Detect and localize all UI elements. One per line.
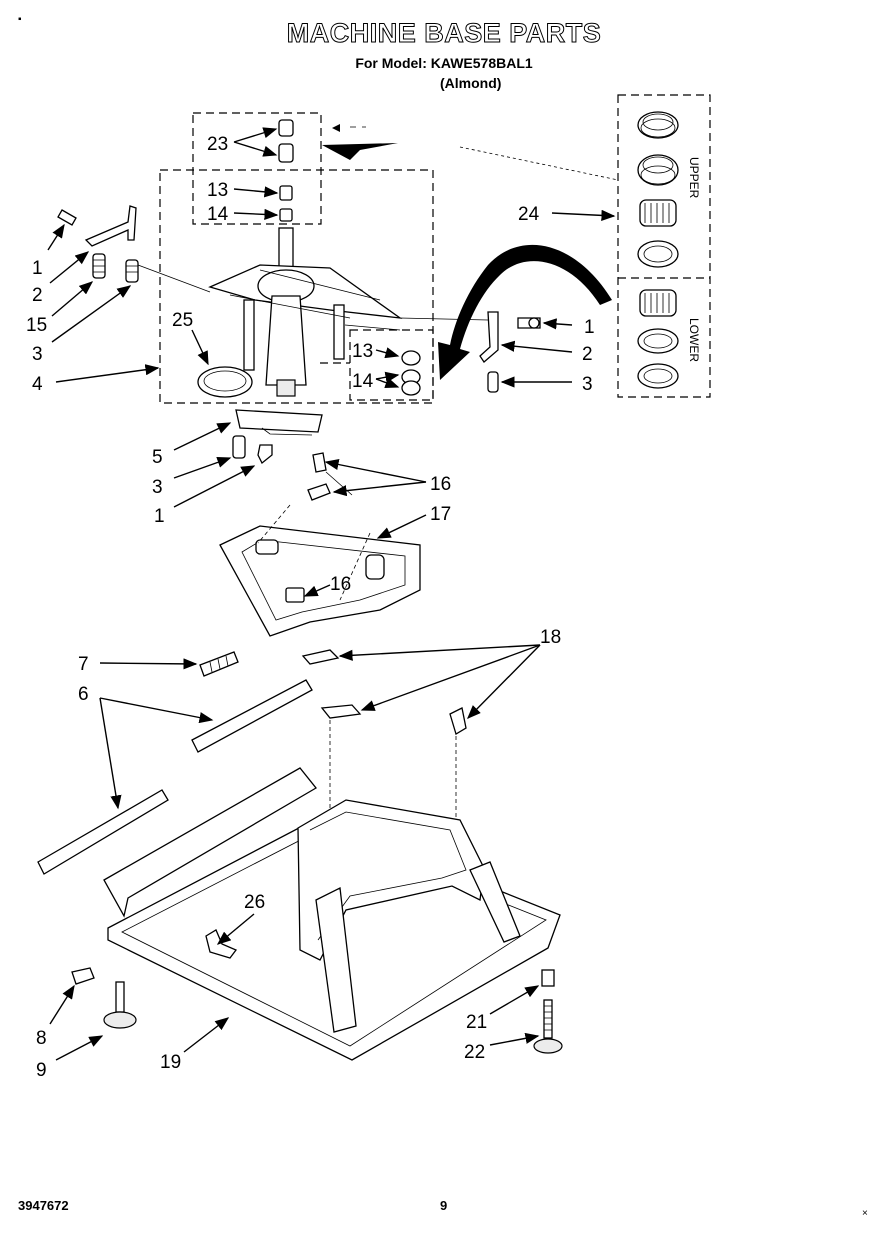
seal-kit-panel: UPPER LOWER xyxy=(617,94,711,398)
ring-25 xyxy=(197,366,253,398)
callout-9: 9 xyxy=(36,1060,47,1081)
callout-13: 13 xyxy=(207,180,228,201)
callout-3: 3 xyxy=(582,374,593,395)
frame-17 xyxy=(219,452,421,637)
corner-mark: ▪ xyxy=(18,14,22,25)
page-number: 9 xyxy=(440,1198,448,1213)
callout-26: 26 xyxy=(244,892,265,913)
bracket-left xyxy=(57,205,211,293)
callout-1: 1 xyxy=(154,506,165,527)
callout-13: 13 xyxy=(352,341,373,362)
callout-23: 23 xyxy=(207,134,228,155)
callout-19: 19 xyxy=(160,1052,181,1073)
callout-1: 1 xyxy=(584,317,595,338)
callout-25: 25 xyxy=(172,310,193,331)
bushings-13-14 xyxy=(401,350,421,396)
bracket-right xyxy=(399,311,541,393)
callout-5: 5 xyxy=(152,447,163,468)
callout-3: 3 xyxy=(152,477,163,498)
callout-22: 22 xyxy=(464,1042,485,1063)
callout-2: 2 xyxy=(32,285,43,306)
seal-upper-1 xyxy=(637,111,679,139)
callout-8: 8 xyxy=(36,1028,47,1049)
callout-14: 14 xyxy=(352,371,374,392)
callout-1: 1 xyxy=(32,258,43,279)
callout-15: 15 xyxy=(26,315,47,336)
callout-21: 21 xyxy=(466,1012,487,1033)
model-line: For Model: KAWE578BAL1 xyxy=(355,55,533,71)
lower-label: LOWER xyxy=(687,318,701,362)
callout-2: 2 xyxy=(582,344,593,365)
doc-number: 3947672 xyxy=(18,1198,69,1213)
upper-label: UPPER xyxy=(687,157,701,199)
corner-mark: × xyxy=(862,1208,868,1219)
assembly-arrow-top xyxy=(322,143,398,160)
inset-box-main xyxy=(159,169,434,404)
seal-upper-2 xyxy=(637,154,679,186)
callout-18: 18 xyxy=(540,627,561,648)
callout-17: 17 xyxy=(430,504,451,525)
callout-16: 16 xyxy=(330,574,351,595)
callout-6: 6 xyxy=(78,684,89,705)
seal-lower-3 xyxy=(637,363,679,389)
leader-lines xyxy=(47,127,616,1061)
callout-3: 3 xyxy=(32,344,43,365)
base-frame-19 xyxy=(103,767,561,1061)
seal-lower-2 xyxy=(637,328,679,354)
color-note: (Almond) xyxy=(440,75,502,91)
leveling-legs xyxy=(71,967,563,1054)
bracket-5 xyxy=(232,409,323,465)
transmission-hub xyxy=(208,119,403,397)
inset-box-23-13-14 xyxy=(192,112,322,225)
seal-upper-4 xyxy=(637,240,679,268)
callout-4: 4 xyxy=(32,374,43,395)
callout-24: 24 xyxy=(518,204,540,225)
callout-7: 7 xyxy=(78,654,89,675)
inset-box-13-14 xyxy=(349,329,434,401)
assembly-arrow xyxy=(438,244,612,380)
clips-18 xyxy=(301,649,467,828)
seal-upper-3 xyxy=(639,199,677,227)
rails-6-7 xyxy=(37,651,313,875)
callout-16: 16 xyxy=(430,474,451,495)
page-title: MACHINE BASE PARTS xyxy=(286,18,602,49)
callout-14: 14 xyxy=(207,204,229,225)
seal-lower-1 xyxy=(639,289,677,317)
